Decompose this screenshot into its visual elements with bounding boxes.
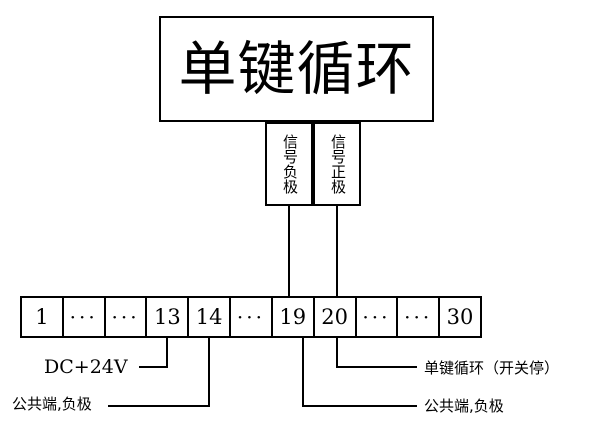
terminal-cell-20: 20: [315, 298, 357, 336]
signal-negative-label: 信号负极: [280, 134, 299, 194]
signal-positive-box: 信号正极: [313, 122, 361, 206]
terminal-cell-30: 30: [446, 305, 474, 329]
terminal-cell-2: ···: [64, 298, 106, 336]
leader-common-left: [108, 338, 210, 407]
terminal-cell-1: 1: [22, 298, 64, 336]
terminal-cell-6: ···: [231, 298, 273, 336]
controller-title-label: 单键循环: [178, 35, 415, 103]
annotation-cycle-right: 单键循环（开关停）: [424, 359, 560, 377]
terminal-cell-9: ···: [357, 298, 399, 336]
controller-title-box: 单键循环: [159, 16, 434, 122]
terminal-cell-10: ···: [398, 298, 441, 336]
leader-cycle-right: [336, 338, 417, 368]
signal-positive-label: 信号正极: [328, 134, 347, 194]
annotation-common-right: 公共端,负极: [424, 397, 504, 415]
annotation-dc-supply: DC+24V: [44, 356, 128, 378]
leader-dc24v: [139, 338, 168, 368]
terminal-cell-13: 13: [147, 298, 190, 336]
annotation-common-left: 公共端,负极: [12, 395, 92, 413]
terminal-cell-3: ···: [106, 298, 148, 336]
signal-negative-box: 信号负极: [265, 122, 313, 206]
terminal-cell-19: 19: [273, 298, 315, 336]
terminal-cell-14: 14: [189, 298, 232, 336]
leader-common-right: [302, 338, 417, 407]
terminal-strip: 1 ··· ··· 13 14 ··· 19 20 ··· ··· 30: [20, 296, 482, 338]
